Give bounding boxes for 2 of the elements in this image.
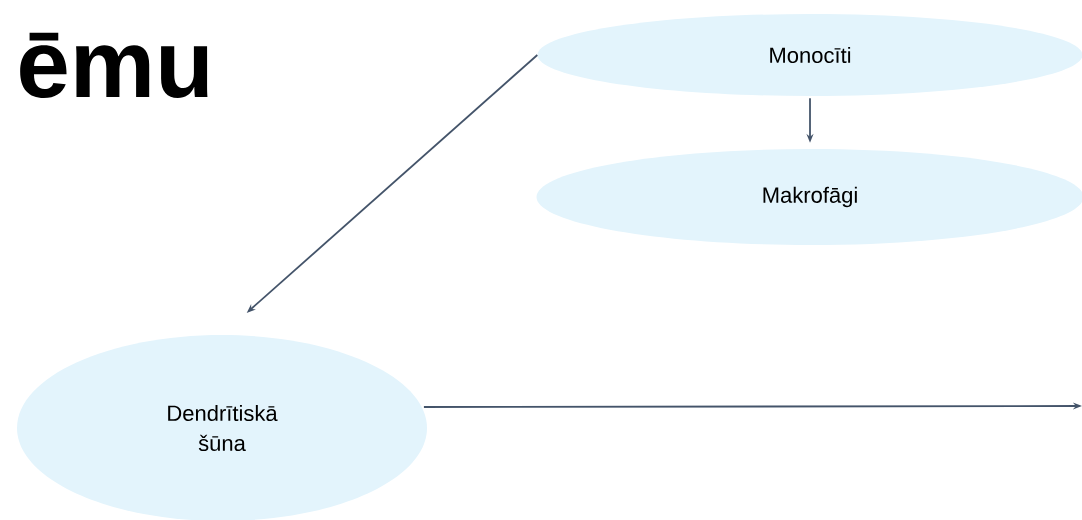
title: ēmu [20, 32, 208, 98]
ellipse-node: Monocīti [537, 14, 1082, 96]
